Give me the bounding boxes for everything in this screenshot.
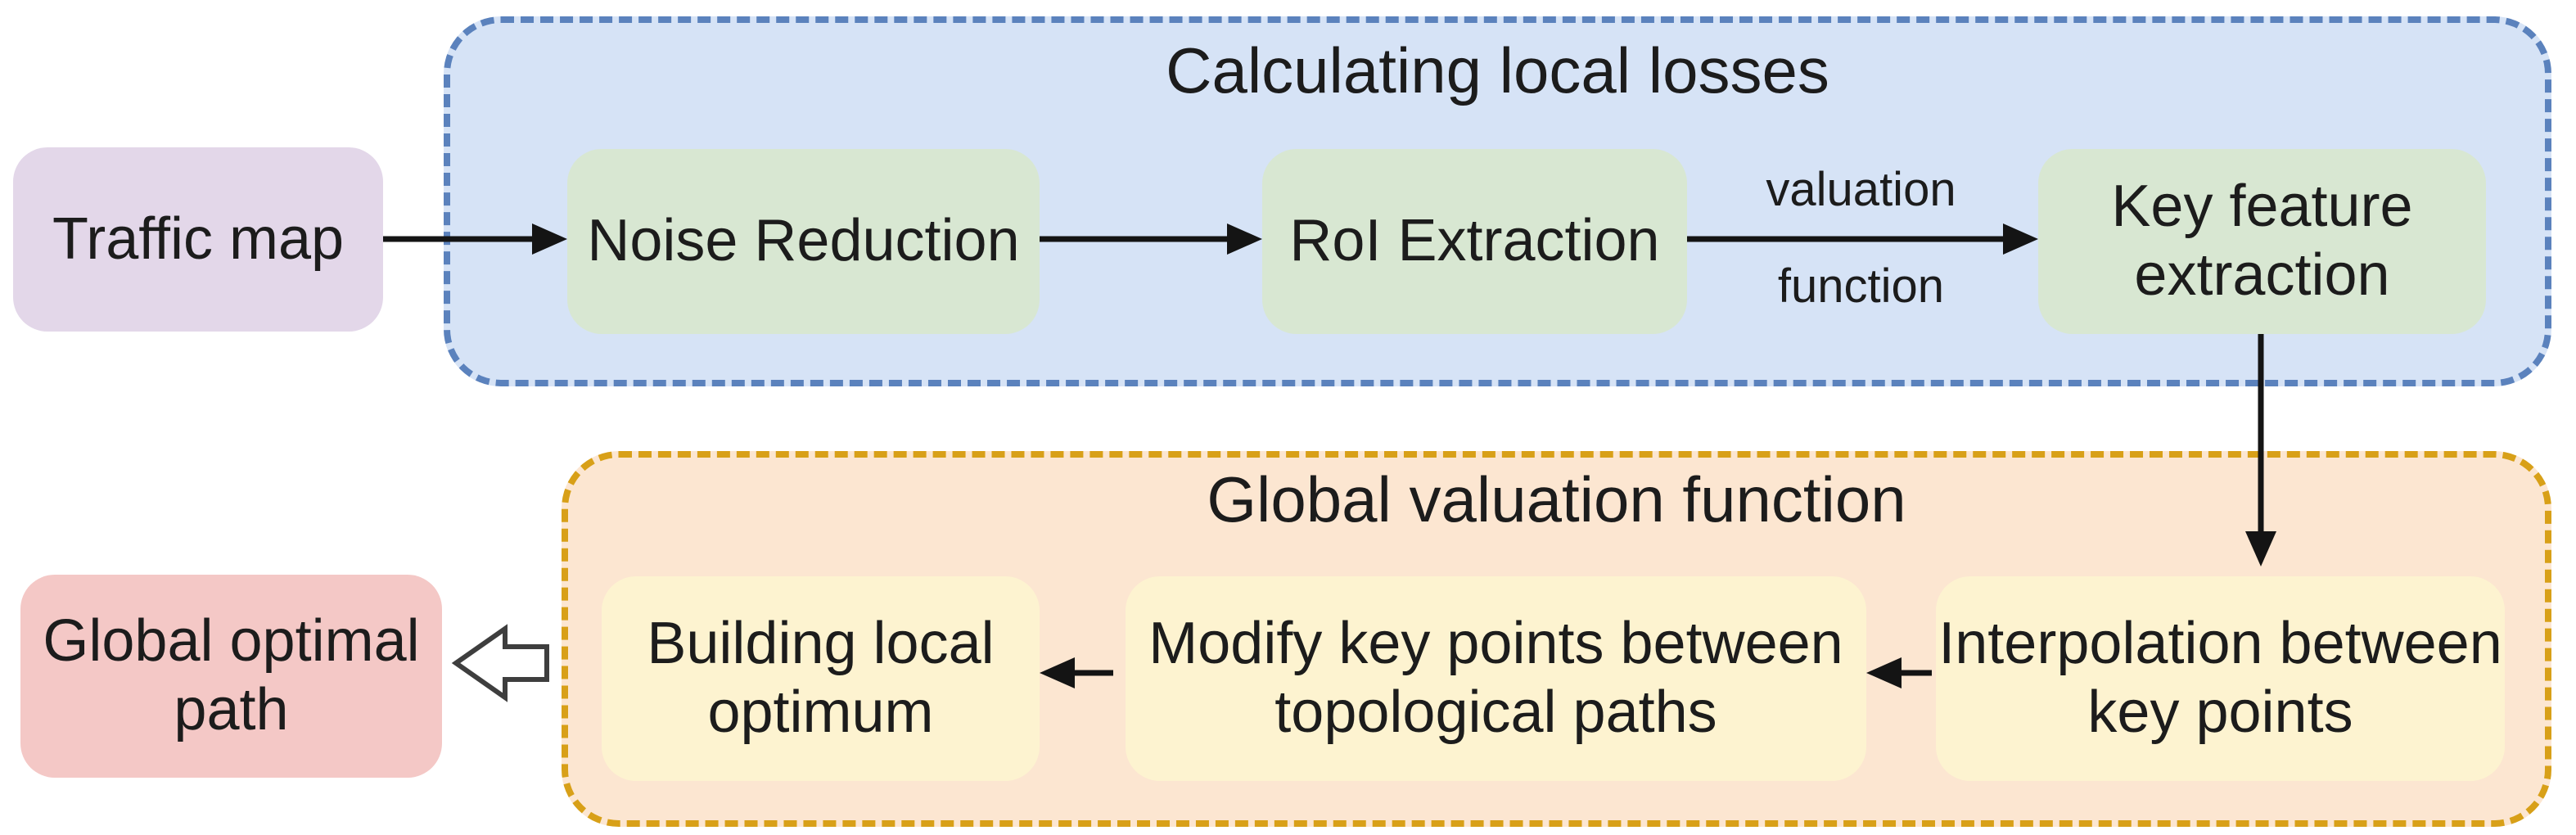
- node-building-local-optimum-label: Building local optimum: [647, 611, 995, 745]
- node-noise-reduction-label: Noise Reduction: [587, 208, 1020, 274]
- group-title-global-valuation-function: Global valuation function: [1207, 463, 1906, 535]
- node-noise-reduction: Noise Reduction: [567, 149, 1040, 334]
- node-interpolation-between-key-points: Interpolation between key points: [1936, 576, 2505, 781]
- node-traffic-map-label: Traffic map: [52, 205, 345, 272]
- node-global-optimal-path: Global optimal path: [20, 575, 442, 778]
- edge-label-valuation: valuation: [1766, 163, 1956, 216]
- node-key-feature-extraction: Key feature extraction: [2038, 149, 2486, 334]
- node-building-local-optimum: Building local optimum: [602, 576, 1040, 781]
- node-roi-extraction-label: RoI Extraction: [1289, 208, 1660, 274]
- group-title-calculating-local-losses: Calculating local losses: [1166, 34, 1829, 106]
- node-roi-extraction: RoI Extraction: [1262, 149, 1687, 334]
- node-global-optimal-path-label: Global optimal path: [43, 608, 420, 742]
- hollow-arrow-to-global-optimal-path: [451, 624, 549, 702]
- node-modify-key-points-label: Modify key points between topological pa…: [1148, 611, 1843, 745]
- node-interpolation-label: Interpolation between key points: [1938, 611, 2502, 745]
- node-key-feature-extraction-label: Key feature extraction: [2111, 174, 2413, 308]
- node-modify-key-points: Modify key points between topological pa…: [1126, 576, 1866, 781]
- edge-label-function: function: [1777, 260, 1945, 313]
- node-traffic-map: Traffic map: [13, 147, 383, 332]
